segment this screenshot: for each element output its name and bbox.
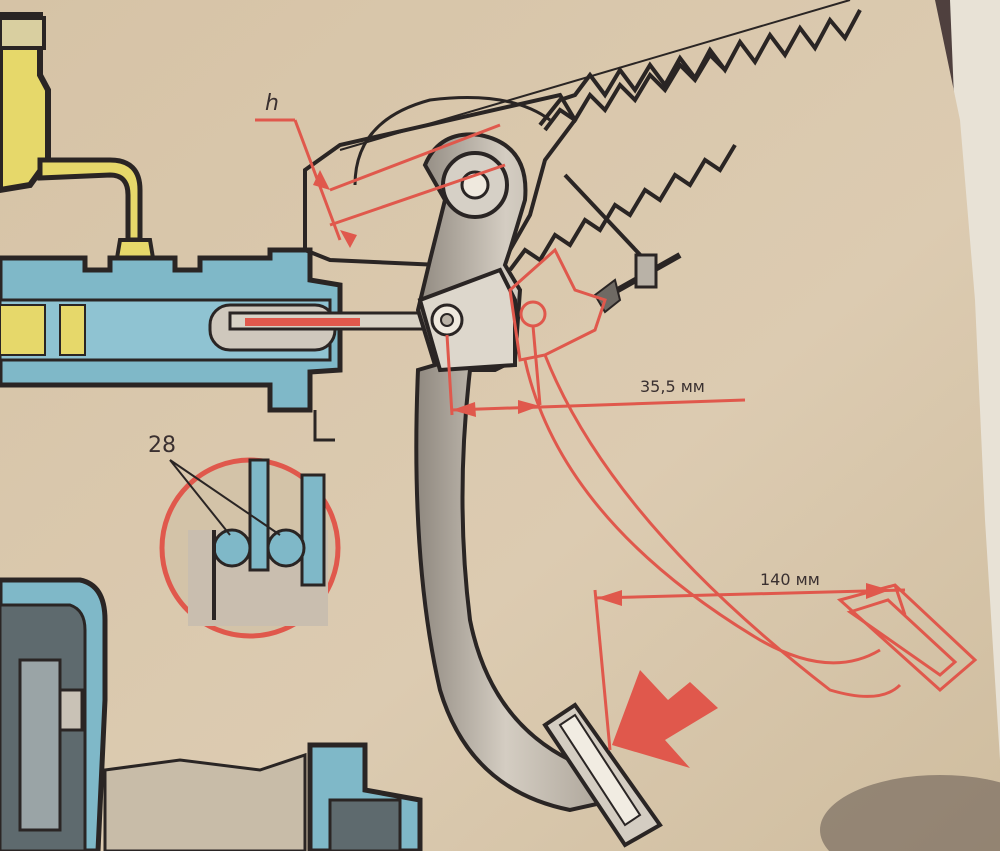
pedal-bracket <box>303 92 578 268</box>
label-dim-pivot: 35,5 мм <box>640 377 705 396</box>
pedal-pad <box>542 702 663 848</box>
pivot-offset-dimension: 35,5 мм <box>445 325 746 417</box>
label-dim-travel: 140 мм <box>760 570 820 589</box>
label-h: h <box>265 91 279 116</box>
pedal-travel-dimension: 140 мм <box>593 570 907 751</box>
force-arrow-pedal <box>612 670 718 768</box>
release-assembly <box>103 742 423 851</box>
fluid-reservoir <box>0 12 158 302</box>
h-dimension: h <box>255 91 357 248</box>
pedal-stop-screw <box>563 173 682 314</box>
label-callout-28: 28 <box>148 433 176 458</box>
cable-guide <box>353 96 551 186</box>
return-springs <box>339 0 862 272</box>
detail-callout-28: 28 <box>148 433 341 639</box>
clutch-housing <box>0 577 108 851</box>
pedal-depressed-outline <box>329 123 978 698</box>
